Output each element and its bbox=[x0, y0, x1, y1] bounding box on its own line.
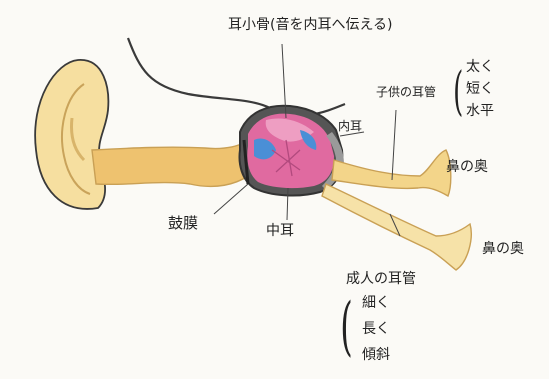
label-child-tube: 子供の耳管 bbox=[376, 86, 436, 98]
label-middle-ear: 中耳 bbox=[266, 224, 294, 238]
adult-traits-bracket: ( bbox=[340, 290, 352, 364]
label-eardrum: 鼓膜 bbox=[168, 216, 198, 231]
child-eustachian-tube bbox=[332, 150, 451, 196]
adult-trait-2: 長く bbox=[362, 322, 390, 336]
adult-trait-1: 細く bbox=[362, 296, 390, 310]
adult-trait-3: 傾斜 bbox=[362, 348, 390, 362]
head-outline bbox=[128, 38, 345, 115]
label-ossicles: 耳小骨(音を内耳へ伝える) bbox=[228, 18, 393, 32]
adult-eustachian-tube bbox=[322, 184, 471, 270]
child-trait-2: 短く bbox=[466, 82, 494, 96]
label-nose-back-lower: 鼻の奥 bbox=[482, 242, 524, 256]
label-nose-back-upper: 鼻の奥 bbox=[446, 160, 488, 174]
child-traits-bracket: ( bbox=[453, 62, 463, 122]
ear-canal bbox=[92, 142, 248, 186]
child-trait-3: 水平 bbox=[466, 104, 494, 118]
child-trait-1: 太く bbox=[466, 60, 494, 74]
label-adult-tube: 成人の耳管 bbox=[346, 272, 416, 286]
label-inner-ear: 内耳 bbox=[338, 120, 362, 132]
auricle bbox=[35, 60, 108, 209]
